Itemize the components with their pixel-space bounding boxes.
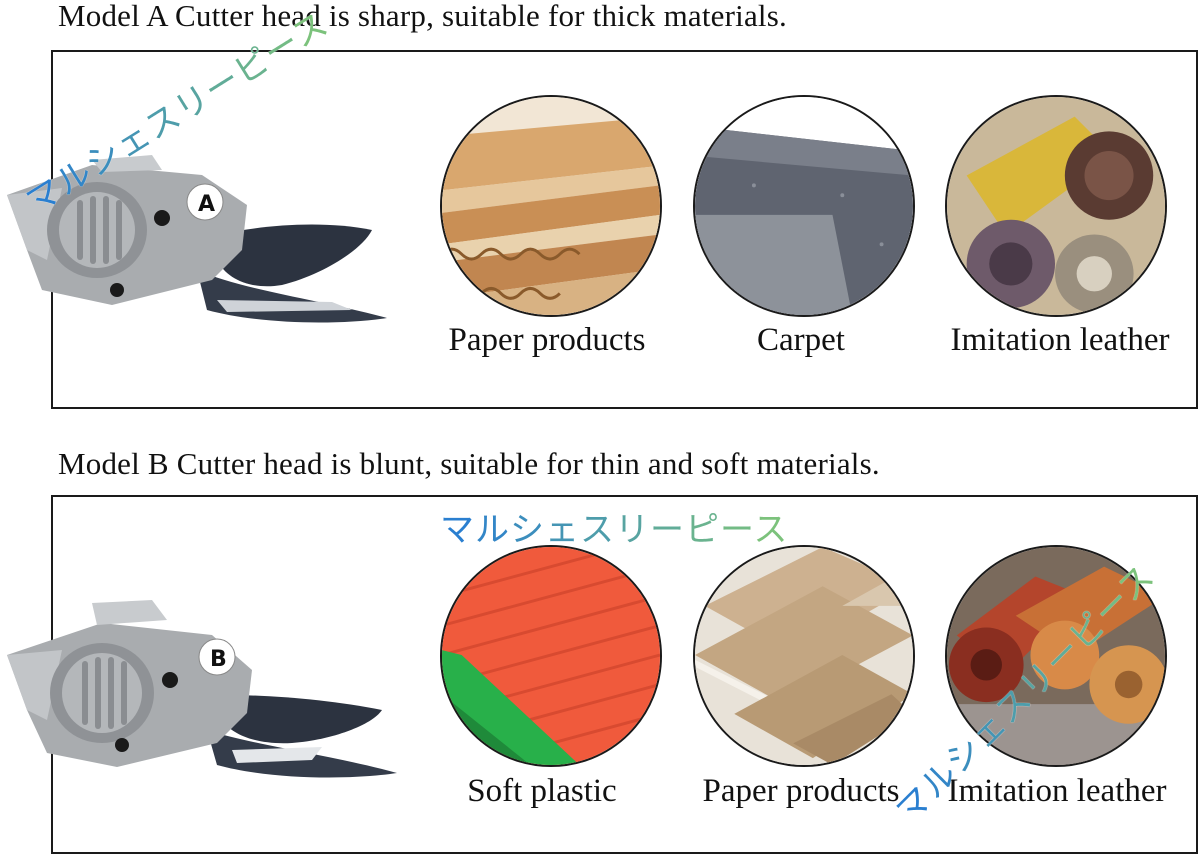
- section-a-heading: Model A Cutter head is sharp, suitable f…: [58, 0, 787, 33]
- material-image-soft-plastic: [440, 545, 662, 767]
- soft-plastic-illustration: [442, 547, 660, 765]
- material-image-imitation-leather-a: [945, 95, 1167, 317]
- leather-rolls-illustration: [947, 547, 1165, 765]
- cardboard-sheets-illustration: [695, 547, 913, 765]
- cutter-head-a-image: A: [7, 155, 387, 323]
- material-label-paper-products-b: Paper products: [702, 773, 900, 809]
- material-image-paper-products-b: [693, 545, 915, 767]
- section-b-heading: Model B Cutter head is blunt, suitable f…: [58, 446, 880, 481]
- material-label-imitation-leather-a: Imitation leather: [950, 322, 1170, 358]
- material-label-carpet: Carpet: [757, 322, 845, 358]
- cutter-head-b-image: B: [7, 600, 397, 778]
- cutter-b-letter: B: [210, 647, 227, 672]
- material-label-soft-plastic: Soft plastic: [467, 773, 617, 809]
- cardboard-illustration: [442, 97, 660, 315]
- material-label-imitation-leather-b: Imitation leather: [947, 773, 1167, 809]
- material-label-paper-products-a: Paper products: [448, 322, 646, 358]
- leather-rolls-illustration: [947, 97, 1165, 315]
- cutter-a-letter: A: [198, 192, 215, 217]
- material-image-paper-products-a: [440, 95, 662, 317]
- material-image-carpet: [693, 95, 915, 317]
- material-image-imitation-leather-b: [945, 545, 1167, 767]
- carpet-illustration: [695, 97, 913, 315]
- watermark-text: マルシェスリーピース: [440, 510, 789, 550]
